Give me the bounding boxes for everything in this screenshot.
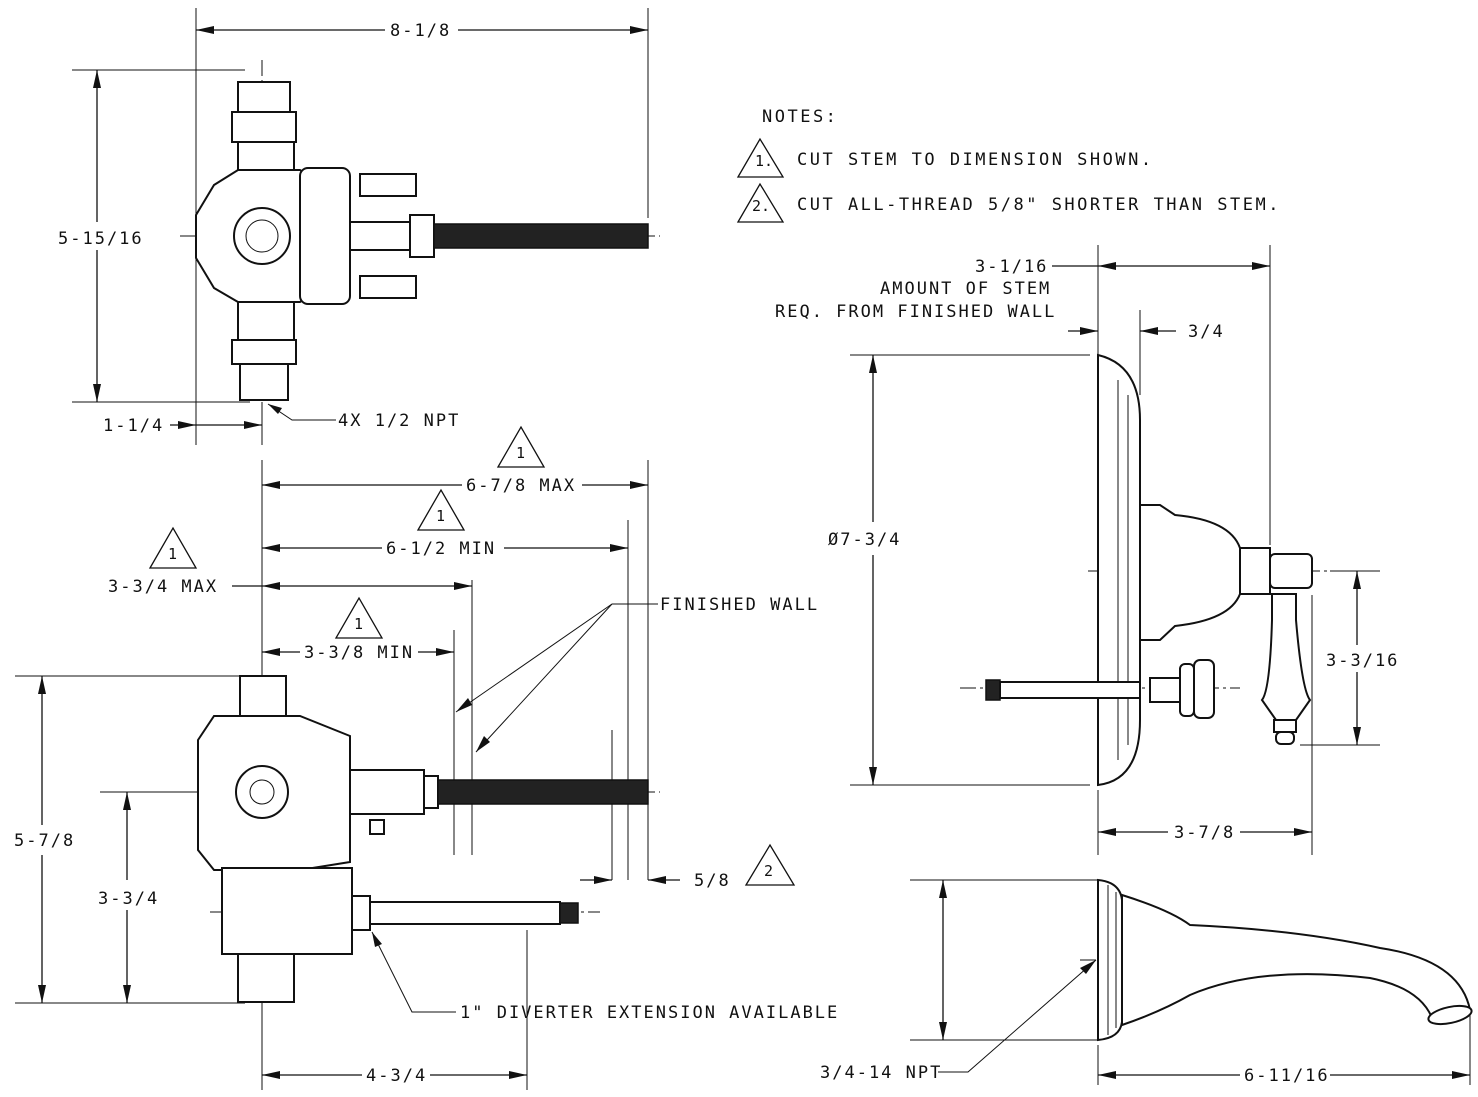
stem-amount-caption1: AMOUNT OF STEM: [880, 279, 1051, 299]
tri-3-3-8: 1: [354, 615, 363, 633]
note1-text: CUT STEM TO DIMENSION SHOWN.: [797, 150, 1154, 170]
side-height-label: 5-7/8: [14, 831, 75, 851]
tri-6-1-2: 1: [436, 507, 445, 525]
spout-length-label: 6-11/16: [1244, 1066, 1330, 1086]
escutcheon-depth-label: 3/4: [1188, 322, 1225, 342]
stem-amount-caption2: REQ. FROM FINISHED WALL: [775, 302, 1056, 322]
side-valve-view: 1 6-7/8 MAX 1 6-1/2 MIN 1 3-3/4 MAX 1 3-…: [14, 425, 839, 1090]
note2-triangle: [736, 182, 785, 223]
top-offset-label: 1-1/4: [103, 416, 164, 436]
notes-title: NOTES:: [762, 107, 838, 127]
max-body-label: 3-3/4 MAX: [108, 577, 218, 597]
note1-number: 1.: [755, 152, 773, 170]
tri-6-7-8: 1: [516, 444, 525, 462]
top-width-label: 8-1/8: [390, 21, 451, 41]
tri-3-3-4: 1: [168, 545, 177, 563]
center-height-label: 3-3/4: [98, 889, 159, 909]
trim-view: 3-1/16 AMOUNT OF STEM REQ. FROM FINISHED…: [775, 245, 1399, 855]
projection-label: 3-7/8: [1174, 823, 1235, 843]
spout-view: 6-11/16 3/4-14 NPT: [820, 878, 1473, 1086]
min-stem-label: 6-1/2 MIN: [386, 539, 496, 559]
top-valve-view: 8-1/8 5-15/16 1-1/4 4X 1/2 NPT: [58, 8, 660, 445]
depth-label: 4-3/4: [366, 1066, 427, 1086]
ports-label: 4X 1/2 NPT: [338, 411, 460, 431]
max-stem-label: 6-7/8 MAX: [466, 476, 576, 496]
top-height-label: 5-15/16: [58, 229, 144, 249]
note2-text: CUT ALL-THREAD 5/8" SHORTER THAN STEM.: [797, 195, 1281, 215]
thread-cut-label: 5/8: [694, 871, 731, 891]
min-body-label: 3-3/8 MIN: [304, 643, 414, 663]
note1-triangle: [736, 137, 785, 178]
note2-number: 2.: [752, 197, 770, 215]
spout-npt-label: 3/4-14 NPT: [820, 1063, 942, 1083]
diverter-label: 1" DIVERTER EXTENSION AVAILABLE: [460, 1003, 839, 1023]
handle-height-label: 3-3/16: [1326, 651, 1399, 671]
notes-block: NOTES: 1. CUT STEM TO DIMENSION SHOWN. 2…: [736, 107, 1281, 223]
finished-wall-label: FINISHED WALL: [660, 595, 819, 615]
tri-5-8: 2: [764, 862, 773, 880]
stem-amount-label: 3-1/16: [975, 257, 1048, 277]
diameter-label: Ø7-3/4: [828, 530, 901, 550]
